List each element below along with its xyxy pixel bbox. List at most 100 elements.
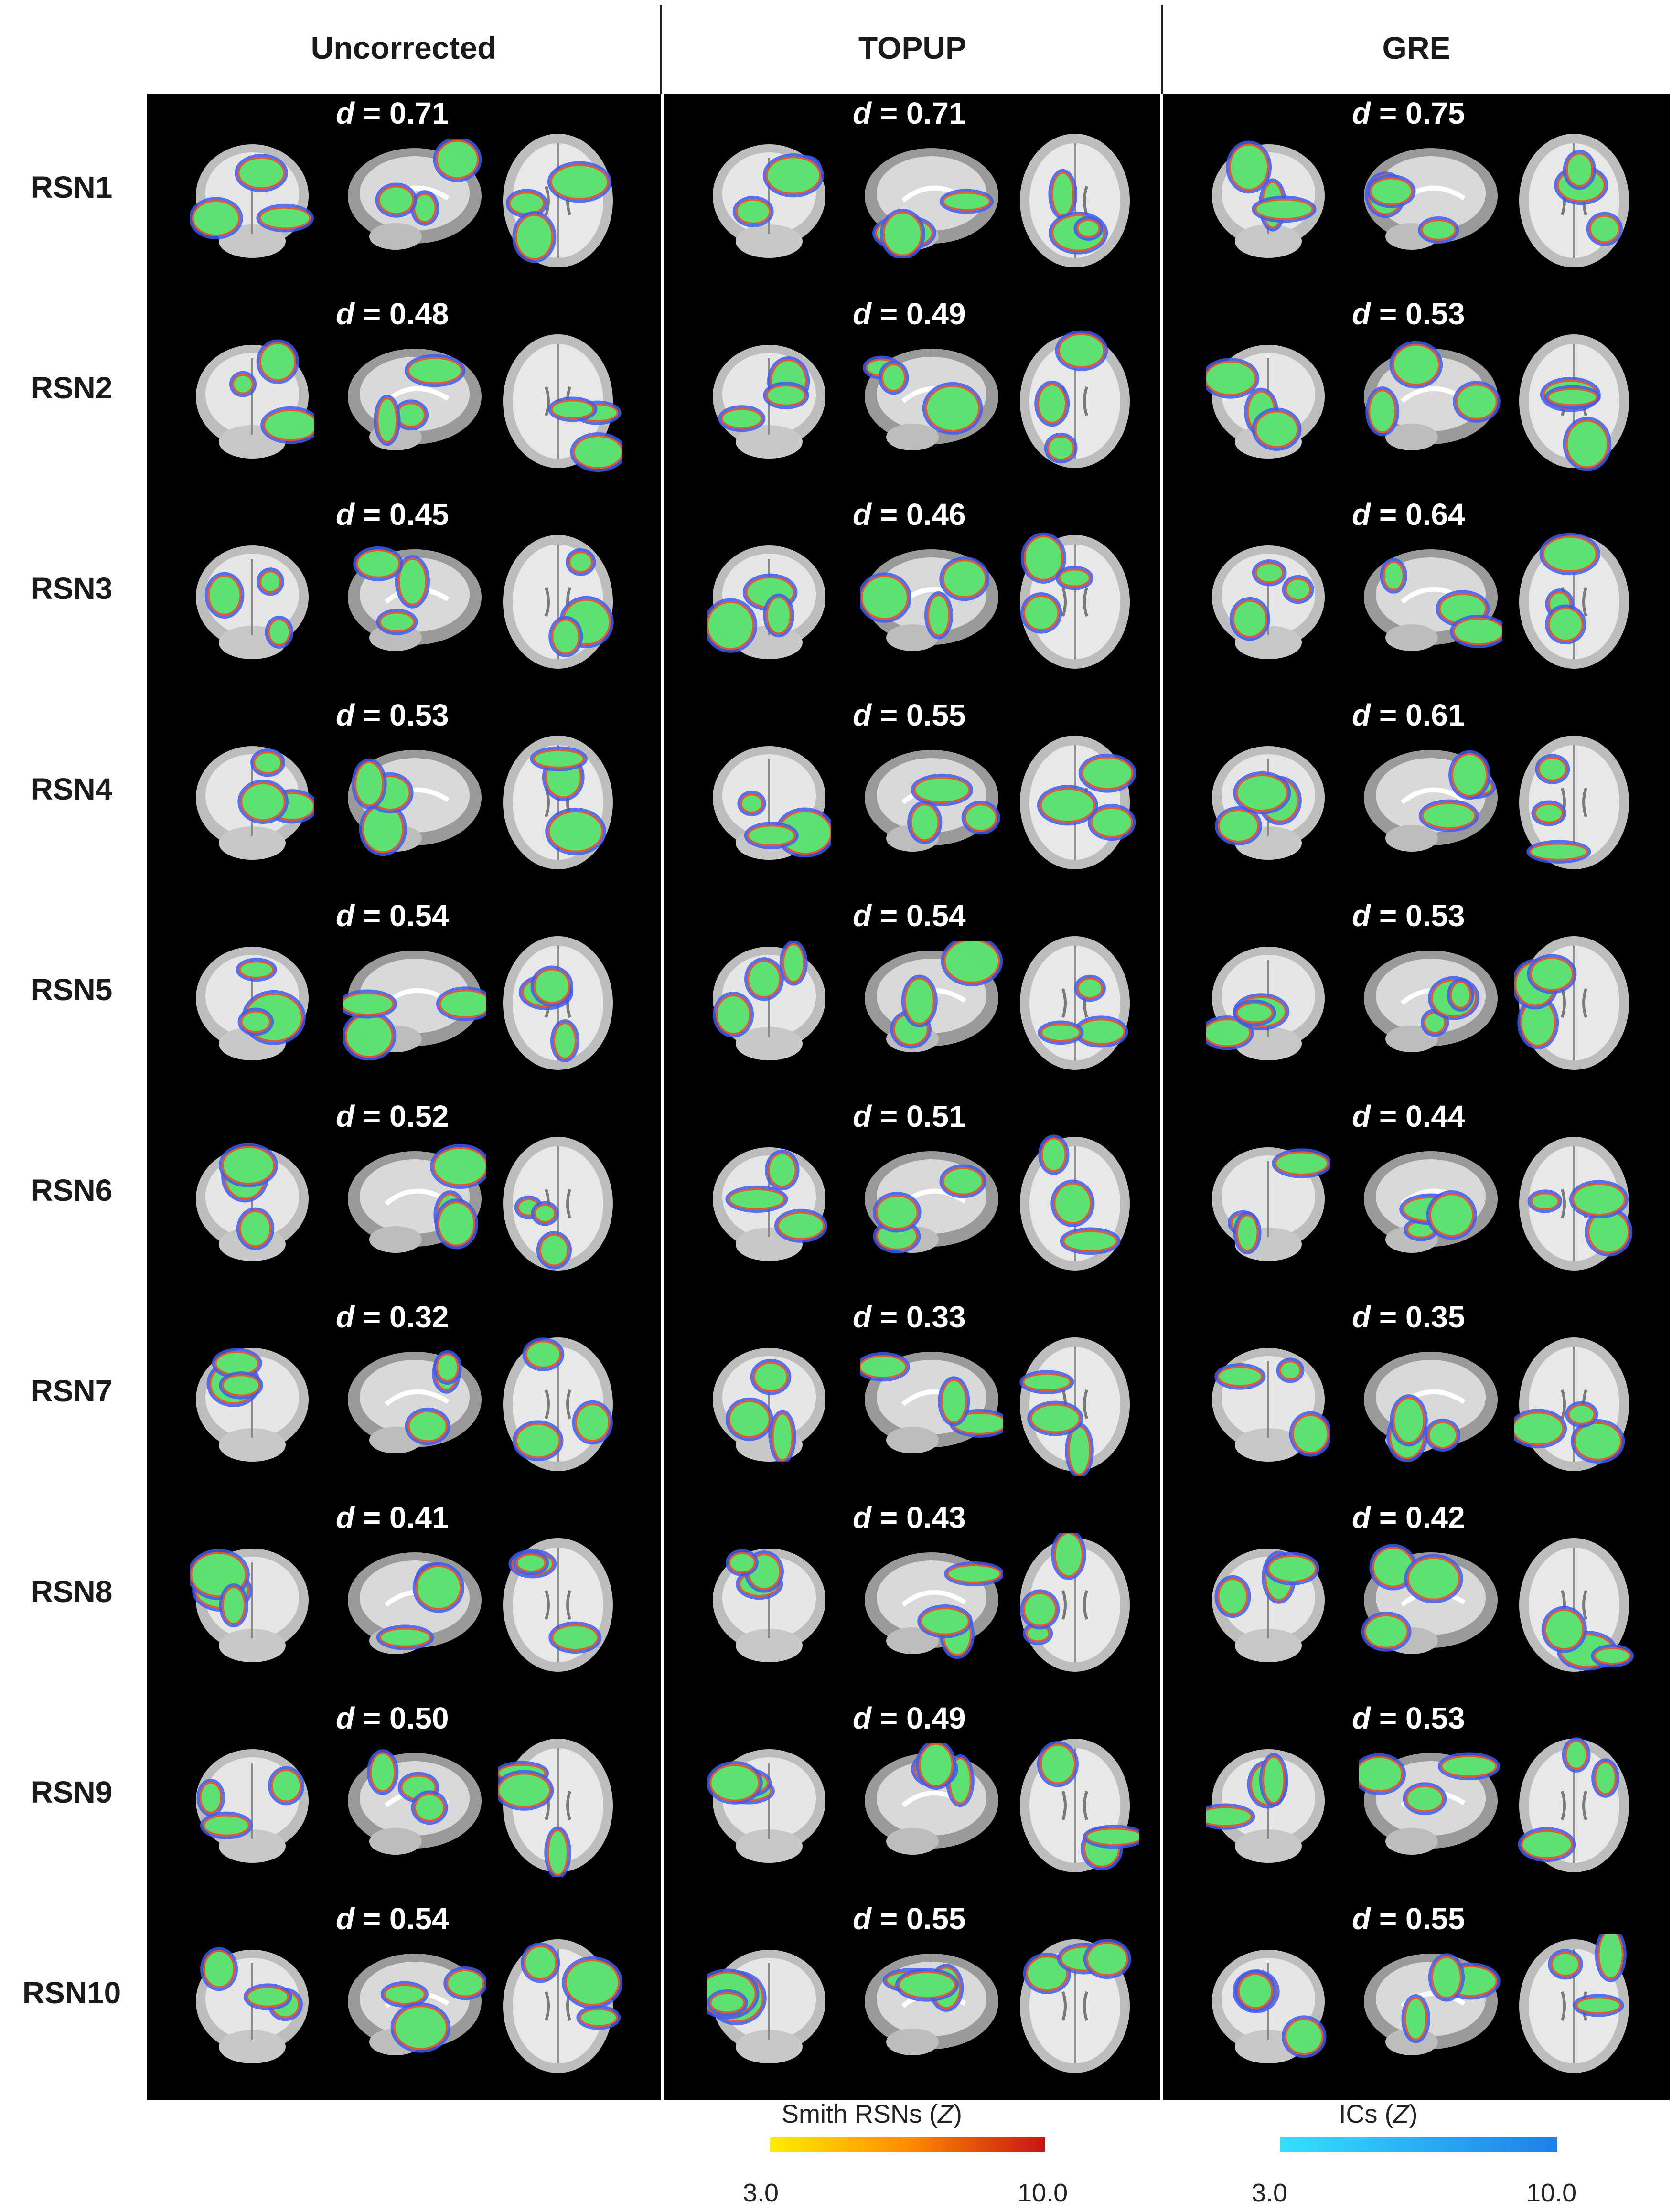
brain-slice-axial	[1519, 134, 1629, 267]
legend-ics-title: ICs (Z)	[1339, 2100, 1418, 2128]
brain-slice-coronal	[1206, 947, 1325, 1060]
row-label-rsn3: RSN3	[31, 571, 113, 606]
brain-slice-axial	[1514, 1337, 1629, 1471]
brain-slice-sagittal	[860, 549, 998, 651]
dice-value: d = 0.49	[853, 297, 966, 331]
brain-slice-coronal	[196, 545, 309, 659]
brain-slice-sagittal	[865, 1151, 998, 1253]
panel-divider	[1160, 94, 1163, 2100]
brain-slice-sagittal	[1364, 750, 1498, 852]
brain-slice-sagittal	[348, 1144, 486, 1253]
brain-slice-sagittal	[1364, 1953, 1501, 2055]
dice-value: d = 0.54	[853, 898, 966, 933]
dice-value: d = 0.52	[336, 1099, 449, 1133]
brain-slice-sagittal	[348, 1552, 482, 1654]
dice-value: d = 0.49	[853, 1701, 966, 1735]
brain-slice-axial	[1020, 736, 1136, 869]
brain-slice-sagittal	[1364, 1151, 1498, 1253]
legend-ics-max: 10.0	[1526, 2179, 1577, 2207]
brain-slice-coronal	[1212, 746, 1325, 860]
dice-value: d = 0.53	[336, 698, 449, 732]
brain-slice-axial	[1519, 334, 1629, 471]
brain-slice-coronal	[707, 1749, 825, 1863]
dice-value: d = 0.55	[1352, 1902, 1465, 1936]
row-label-rsn8: RSN8	[31, 1574, 113, 1609]
column-header-topup: TOPUP	[858, 30, 967, 65]
brain-slice-axial	[503, 1939, 622, 2073]
legend-smith-max: 10.0	[1018, 2179, 1068, 2207]
brain-slice-coronal	[1212, 140, 1325, 258]
brain-slice-axial	[1518, 1737, 1629, 1872]
brain-slice-coronal	[1212, 1549, 1325, 1662]
brain-slice-axial	[503, 134, 613, 267]
legend-smith-min: 3.0	[743, 2179, 779, 2207]
brain-slice-sagittal	[860, 1352, 1003, 1453]
header-divider	[660, 5, 662, 96]
brain-slice-sagittal	[1359, 1752, 1501, 1855]
brain-slice-axial	[1519, 1934, 1629, 2073]
dice-value: d = 0.71	[853, 96, 966, 130]
brain-slice-coronal	[196, 746, 314, 860]
column-header-uncorrected: Uncorrected	[311, 30, 497, 65]
dice-value: d = 0.54	[336, 898, 449, 933]
brain-slice-coronal	[713, 746, 831, 860]
brain-slice-sagittal	[1364, 148, 1498, 250]
dice-value: d = 0.54	[336, 1902, 449, 1936]
brain-slice-coronal	[713, 144, 825, 258]
brain-slice-coronal	[196, 1947, 309, 2063]
brain-slice-coronal	[196, 1348, 309, 1462]
brain-slice-sagittal	[1364, 1352, 1498, 1462]
brain-slice-coronal	[196, 1749, 309, 1863]
brain-slice-coronal	[1212, 1348, 1330, 1462]
brain-slice-sagittal	[1364, 951, 1498, 1052]
brain-slice-coronal	[713, 1549, 825, 1662]
dice-value: d = 0.42	[1352, 1500, 1465, 1535]
brain-slice-axial	[1020, 1134, 1130, 1271]
brain-slice-coronal	[713, 941, 825, 1060]
brain-slice-axial	[1020, 1533, 1130, 1672]
brain-slice-sagittal	[1364, 549, 1502, 651]
brain-slice-coronal	[196, 339, 314, 459]
brain-slice-coronal	[713, 1147, 828, 1261]
dice-value: d = 0.48	[336, 297, 449, 331]
brain-slice-axial	[1020, 1939, 1131, 2073]
dice-value: d = 0.71	[336, 96, 449, 130]
brain-slice-coronal	[1206, 1749, 1325, 1863]
brain-slice-axial	[1519, 1137, 1633, 1271]
legend-smith-colorbar	[770, 2137, 1045, 2152]
brain-slice-sagittal	[348, 546, 482, 651]
row-label-rsn5: RSN5	[31, 972, 113, 1007]
dice-value: d = 0.44	[1352, 1099, 1465, 1133]
brain-slice-coronal	[1212, 1950, 1327, 2063]
brain-slice-sagittal	[1364, 341, 1501, 450]
brain-slice-coronal	[1206, 345, 1325, 459]
row-label-rsn1: RSN1	[31, 170, 113, 204]
row-label-rsn10: RSN10	[22, 1976, 121, 2010]
row-label-rsn4: RSN4	[31, 772, 113, 806]
header-divider	[1161, 5, 1163, 96]
legend-ics-min: 3.0	[1252, 2179, 1288, 2207]
panel-divider	[661, 94, 664, 2100]
brain-slice-sagittal	[1361, 1544, 1498, 1654]
dice-value: d = 0.64	[1352, 497, 1465, 532]
dice-value: d = 0.50	[336, 1701, 449, 1735]
brain-slice-coronal	[1212, 545, 1325, 659]
brain-slice-coronal	[196, 1143, 309, 1261]
dice-value: d = 0.53	[1352, 297, 1465, 331]
dice-value: d = 0.46	[853, 497, 966, 532]
dice-value: d = 0.41	[336, 1500, 449, 1535]
brain-slice-coronal	[707, 545, 825, 659]
row-label-rsn2: RSN2	[31, 371, 113, 405]
brain-slice-axial	[1019, 1337, 1130, 1476]
brain-slice-sagittal	[348, 1954, 486, 2055]
dice-value: d = 0.45	[336, 497, 449, 532]
brain-slice-sagittal	[348, 750, 482, 856]
column-header-gre: GRE	[1382, 30, 1451, 65]
brain-slice-axial	[1020, 1739, 1139, 1872]
brain-slice-axial	[1020, 936, 1130, 1070]
brain-slice-axial	[503, 334, 622, 472]
brain-slice-sagittal	[865, 941, 1003, 1052]
dice-value: d = 0.55	[853, 1902, 966, 1936]
brain-slice-sagittal	[865, 148, 998, 258]
legend-ics-colorbar	[1280, 2137, 1557, 2152]
